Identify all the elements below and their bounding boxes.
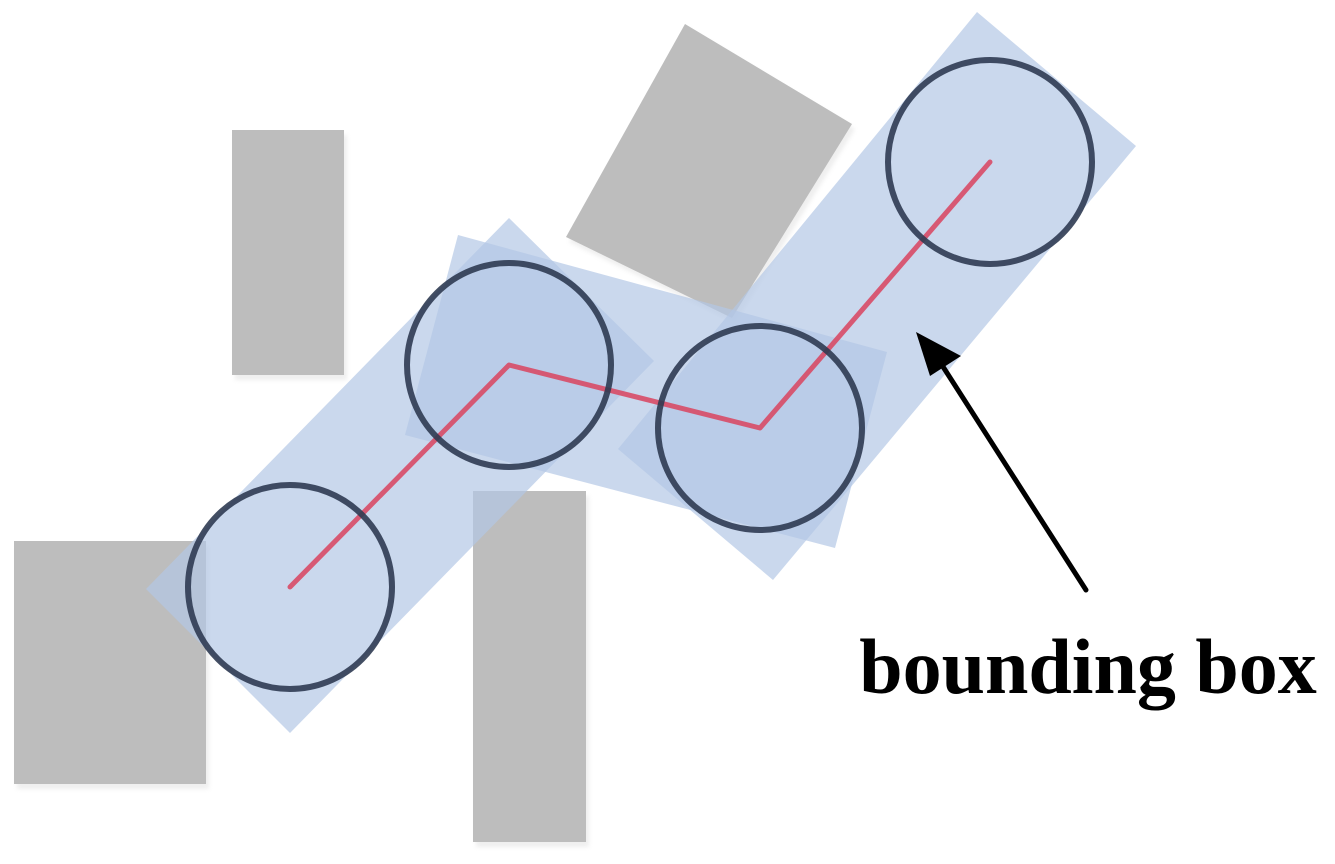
obstacle-top-rotated xyxy=(566,24,852,318)
arrow-shaft xyxy=(937,359,1089,593)
waypoint-circle-1 xyxy=(185,482,395,692)
planned-path xyxy=(287,159,993,590)
bounding-box-label: bounding box xyxy=(859,623,1316,710)
waypoint-circle-2 xyxy=(404,260,614,470)
waypoint-circle-3 xyxy=(655,323,865,533)
arrow-head xyxy=(916,332,961,376)
annotation-arrow xyxy=(916,332,1089,593)
waypoint-circle-4 xyxy=(885,57,1095,267)
obstacle-bottom-middle xyxy=(473,491,586,842)
obstacle-left-tall xyxy=(232,130,344,375)
waypoint-circles xyxy=(185,57,1095,692)
